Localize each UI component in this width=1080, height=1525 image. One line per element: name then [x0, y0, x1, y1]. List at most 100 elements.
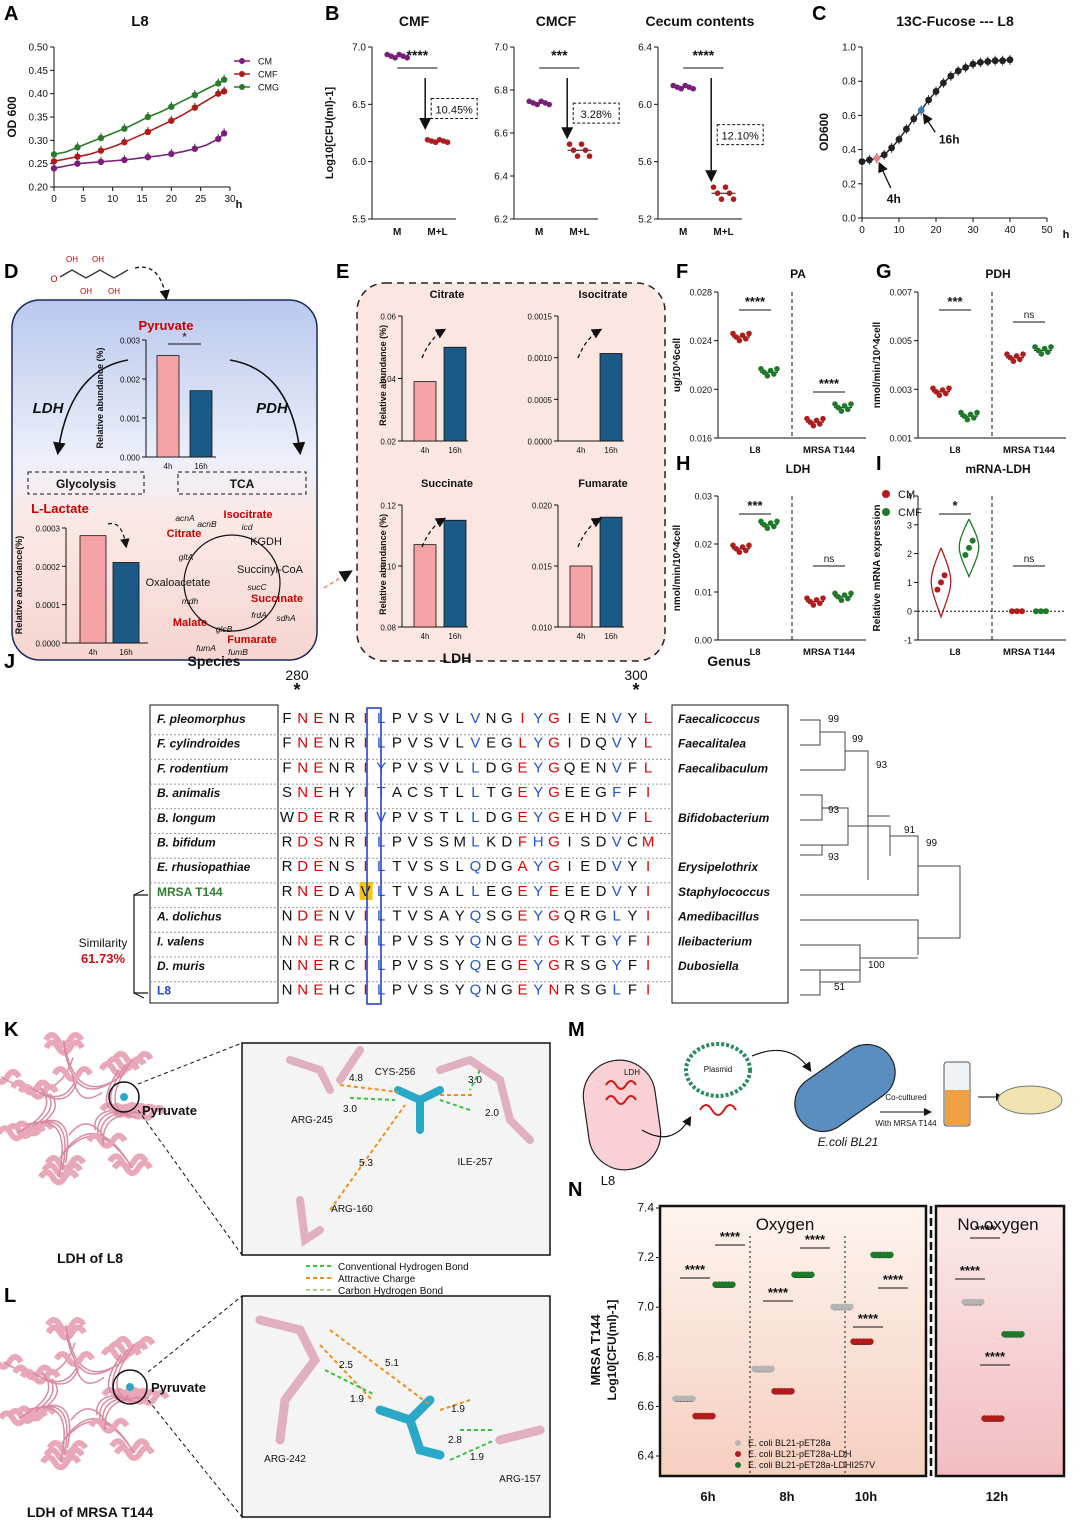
x-tick-label: 30: [224, 194, 236, 205]
position-280: 280: [285, 667, 309, 683]
drop-box: [716, 124, 764, 146]
y-tick-label: 6.4: [638, 43, 652, 54]
residue: E: [313, 982, 323, 999]
x-tick-label: 50: [1041, 225, 1053, 236]
residue: N: [297, 982, 308, 999]
data-point-cmf: [74, 153, 81, 160]
helix: [40, 1454, 82, 1471]
data-point: [954, 67, 962, 75]
data-point: [690, 85, 696, 92]
residue: N: [282, 957, 293, 974]
residue: P: [392, 932, 402, 949]
y-tick-label: 0.028: [689, 288, 712, 298]
residue: N: [282, 982, 293, 999]
residue: G: [501, 735, 513, 752]
residue: F: [628, 982, 637, 999]
data-point: [966, 544, 972, 551]
residue: E: [549, 883, 559, 900]
chart-title: CMF: [399, 13, 430, 29]
data-point: [743, 547, 749, 554]
legend-marker: [735, 1440, 741, 1446]
residue: I: [520, 710, 524, 727]
y-tick-label: 6.5: [352, 100, 366, 111]
data-point: [978, 1298, 985, 1306]
residue: P: [392, 834, 402, 851]
species-name: F. pleomorphus: [157, 712, 246, 726]
species-name: L8: [157, 984, 171, 998]
residue: D: [297, 809, 308, 826]
data-point: [582, 147, 589, 153]
helix: [45, 1317, 87, 1333]
annotation-arrow: [922, 113, 936, 133]
sig-label: ****: [985, 1349, 1006, 1364]
residue: V: [408, 982, 418, 999]
bar-16h: [599, 516, 623, 628]
y-tick-label: 0.020: [532, 502, 553, 511]
y-tick-label: 6.0: [638, 100, 652, 111]
residue: T: [439, 809, 448, 826]
residue: I: [646, 932, 650, 949]
loop: [16, 1086, 48, 1134]
y-tick-label: -1: [904, 636, 912, 646]
y-tick-label: 0.020: [689, 385, 712, 395]
residue: T: [487, 784, 496, 801]
residue: E: [313, 932, 323, 949]
residue: L: [644, 735, 652, 752]
tca-node-malate: Malate: [173, 617, 207, 629]
helix: [0, 1410, 40, 1427]
residue: G: [548, 735, 560, 752]
tca-cycle-ring: [183, 534, 281, 632]
y-axis-label: Relative abundance (%): [378, 514, 388, 615]
residue: I: [363, 908, 367, 925]
y-tick-label: 5.5: [352, 215, 366, 226]
residue: N: [297, 784, 308, 801]
residue: N: [329, 759, 340, 776]
sig-label: ***: [947, 294, 963, 309]
residue: I: [363, 957, 367, 974]
data-point: [838, 597, 845, 604]
residue: R: [344, 834, 355, 851]
residue: H: [329, 784, 340, 801]
residue: I: [363, 982, 367, 999]
helix: [6, 1408, 48, 1424]
residue: A: [517, 858, 527, 875]
residue: D: [596, 834, 607, 851]
x-tick-label: 0: [859, 225, 865, 236]
residue: E: [313, 883, 323, 900]
loop: [62, 1039, 123, 1088]
residue: V: [470, 710, 480, 727]
x-tick-label: 4h: [577, 446, 586, 455]
x-tick-label: 10: [893, 225, 905, 236]
residue: T: [392, 908, 401, 925]
x-tick-label: 12h: [986, 1489, 1008, 1504]
data-point: [534, 101, 540, 108]
residue: L: [471, 759, 479, 776]
residue: L: [613, 908, 621, 925]
genus-name: Faecalicoccus: [678, 712, 760, 726]
residue: D: [486, 858, 497, 875]
x-axis-label: h: [1063, 229, 1070, 241]
glycolysis-label: Glycolysis: [56, 477, 116, 491]
residue: I: [568, 834, 572, 851]
legend-marker: [239, 84, 245, 90]
data-point: [808, 1271, 815, 1278]
data-point-cm: [144, 153, 152, 161]
residue: N: [329, 858, 340, 875]
data-point: [991, 57, 999, 65]
genus-name: Faecalibaculum: [678, 761, 768, 775]
residue: G: [548, 710, 560, 727]
drop-label: 10.45%: [436, 105, 474, 117]
residue: K: [565, 932, 575, 949]
residue: Y: [533, 982, 543, 999]
helix: [41, 1162, 83, 1179]
genus-name: Ileibacterium: [678, 934, 752, 948]
x-tick-label: 16h: [604, 446, 617, 455]
residue: I: [646, 784, 650, 801]
y-axis-label: Relative mRNA expression: [872, 505, 883, 632]
data-point: [938, 579, 944, 586]
residue: L: [456, 809, 464, 826]
genus-name: Erysipelothrix: [678, 860, 759, 874]
